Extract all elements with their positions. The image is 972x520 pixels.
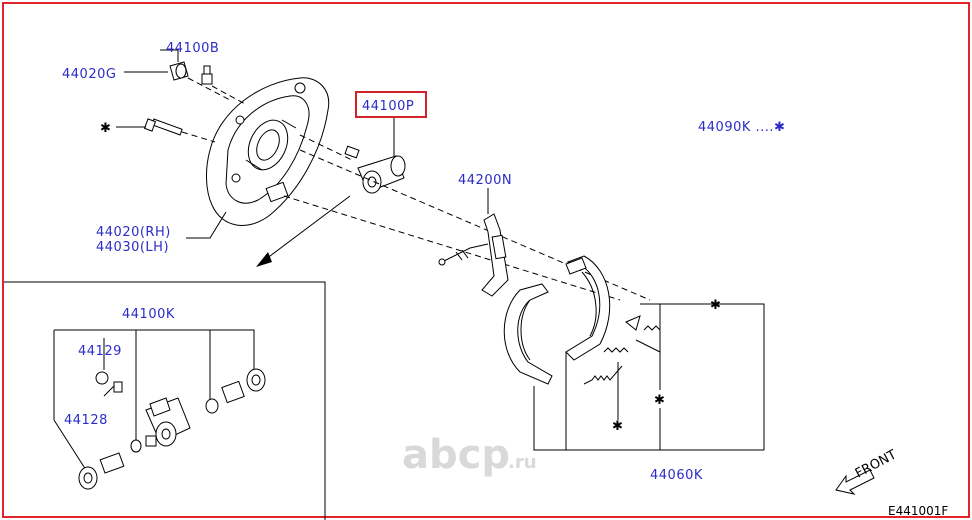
front-label: FRONT <box>853 447 899 481</box>
brake-shoe-rear <box>565 255 611 361</box>
asterisk-bolt: ✱ <box>100 121 111 136</box>
label-44100B[interactable]: 44100B <box>166 41 219 56</box>
asterisk-spring-kit: ✱ <box>612 419 623 434</box>
diagram-code: E441001F <box>888 504 948 518</box>
grommet-44020G <box>169 61 189 81</box>
label-44020G[interactable]: 44020G <box>62 67 116 82</box>
watermark-text: abcp <box>402 432 510 478</box>
inset-box <box>4 281 326 520</box>
label-44129[interactable]: 44129 <box>78 344 122 359</box>
mounting-bolt <box>143 118 183 136</box>
front-indicator: FRONT <box>835 447 899 495</box>
adjuster-lever-44200N <box>438 213 509 297</box>
asterisk-springs: ✱ <box>710 298 721 313</box>
direction-arrow <box>256 195 351 267</box>
label-44128[interactable]: 44128 <box>64 413 108 428</box>
label-44090K[interactable]: 44090K ....✱ <box>698 120 785 135</box>
watermark: abcp .ru <box>402 432 537 478</box>
backing-plate <box>206 77 330 226</box>
watermark-suffix: .ru <box>508 452 537 473</box>
brake-shoe-front <box>503 283 553 385</box>
label-44020RH[interactable]: 44020(RH) <box>96 225 171 240</box>
return-spring-lower <box>583 365 623 385</box>
label-44200N[interactable]: 44200N <box>458 173 512 188</box>
highlight-box-44100P <box>355 91 427 118</box>
wheel-cylinder-44100P <box>344 145 406 194</box>
label-44060K[interactable]: 44060K <box>650 468 703 483</box>
label-44030LH[interactable]: 44030(LH) <box>96 240 169 255</box>
return-spring-upper <box>603 315 661 353</box>
wheel-cylinder-kit-44100K <box>53 329 266 490</box>
label-44100K[interactable]: 44100K <box>122 307 175 322</box>
label-44100P[interactable]: 44100P <box>362 99 414 114</box>
bleeder-screw-44100B <box>201 65 213 85</box>
asterisk-spring-lower: ✱ <box>654 393 665 408</box>
